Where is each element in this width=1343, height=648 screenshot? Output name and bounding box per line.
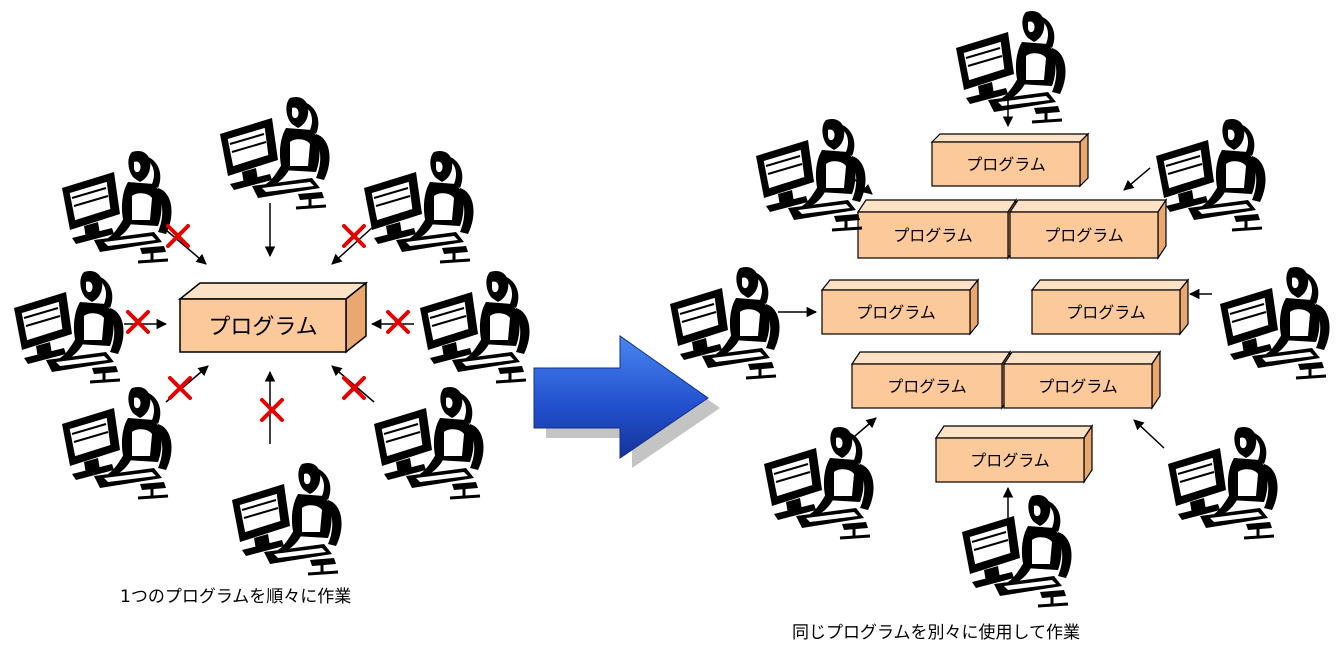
user-bottom-left-icon: [762, 425, 876, 540]
right-caption: 同じプログラムを別々に使用して作業: [792, 623, 1080, 643]
central-program-label: プログラム: [208, 315, 317, 340]
red-cross-top-right-icon: [342, 224, 366, 248]
user-right-icon: [418, 269, 532, 384]
user-bottom-icon: [960, 493, 1074, 608]
user-top-icon: [954, 9, 1068, 124]
arrow-top-right: [331, 225, 375, 265]
central-program-box: プログラム: [177, 281, 369, 354]
user-left-icon: [668, 265, 782, 380]
transition-arrow-icon: [533, 335, 720, 468]
arrow-bottom-right: [331, 365, 375, 403]
program-box-upper-left: プログラム: [856, 198, 1018, 260]
red-cross-bottom-icon: [260, 398, 284, 422]
program-box-middle-left: プログラム: [820, 278, 980, 336]
user-bottom-icon: [230, 461, 344, 576]
arrow-top-left: [847, 173, 873, 195]
red-cross-left-icon: [126, 310, 150, 334]
user-bottom-right-icon: [1166, 425, 1280, 540]
user-left-icon: [12, 269, 126, 384]
program-box-lower-right: プログラム: [1002, 350, 1162, 410]
program-box-label: プログラム: [856, 303, 936, 322]
red-cross-bottom-right-icon: [342, 376, 366, 400]
red-cross-top-left-icon: [166, 224, 190, 248]
left-diagram: プログラム: [12, 95, 532, 576]
user-top-right-icon: [1154, 117, 1268, 232]
program-box-top: プログラム: [930, 132, 1090, 188]
program-box-lower-left: プログラム: [850, 350, 1012, 410]
program-box-upper-right: プログラム: [1008, 198, 1168, 260]
program-box-label: プログラム: [970, 451, 1050, 470]
user-bottom-left-icon: [60, 385, 174, 500]
program-box-bottom: プログラム: [934, 424, 1094, 484]
arrow-bottom-right: [1133, 419, 1165, 449]
user-right-icon: [1218, 265, 1332, 380]
program-box-label: プログラム: [893, 226, 973, 245]
user-top-right-icon: [362, 149, 476, 264]
arrow-top-right: [1123, 167, 1151, 191]
red-cross-bottom-left-icon: [168, 376, 192, 400]
user-bottom-right-icon: [372, 385, 486, 500]
user-top-icon: [218, 95, 332, 210]
program-box-label: プログラム: [966, 155, 1046, 174]
program-box-label: プログラム: [887, 377, 967, 396]
program-box-label: プログラム: [1044, 226, 1124, 245]
program-box-label: プログラム: [1066, 303, 1146, 322]
user-top-left-icon: [60, 149, 174, 264]
right-diagram: プログラム プログラム プログラム プログラム プログラム: [668, 9, 1332, 608]
program-box-middle-right: プログラム: [1030, 278, 1190, 336]
red-cross-right-icon: [386, 310, 410, 334]
arrow-bottom-left: [847, 417, 877, 443]
arrow-top-left: [165, 229, 207, 265]
left-caption: 1つのプログラムを順々に作業: [120, 587, 352, 607]
program-box-label: プログラム: [1038, 377, 1118, 396]
